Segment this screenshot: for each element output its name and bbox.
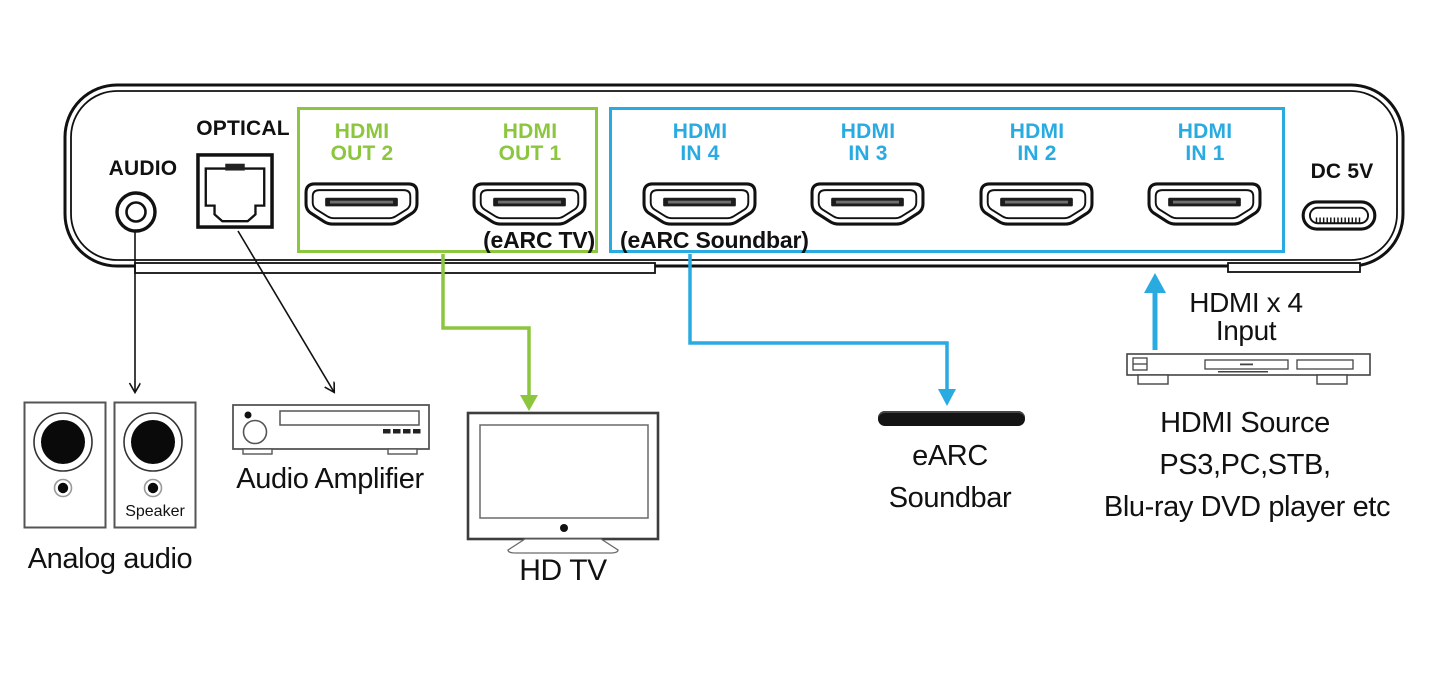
port-label-line: IN 3	[848, 142, 888, 165]
hd-tv-icon	[466, 411, 660, 554]
audio-amplifier-icon	[232, 404, 430, 455]
hdmi-out-group-box	[297, 107, 598, 253]
port-label-hdmi-out-1: HDMI OUT 1	[470, 121, 590, 165]
port-label-line: HDMI	[672, 120, 728, 143]
port-label-line: IN 1	[1185, 142, 1225, 165]
dvd-player-icon	[1126, 353, 1371, 385]
port-label-hdmi-in-3: HDMI IN 3	[808, 121, 928, 165]
port-label-hdmi-in-1: HDMI IN 1	[1145, 121, 1265, 165]
port-label-line: IN 2	[1017, 142, 1057, 165]
port-label-hdmi-in-4: HDMI IN 4	[640, 121, 760, 165]
dc-power-port-icon	[1301, 200, 1377, 231]
audio-amplifier-label: Audio Amplifier	[236, 463, 424, 495]
speaker-label: Speaker	[125, 503, 185, 520]
port-label-hdmi-in-2: HDMI IN 2	[977, 121, 1097, 165]
hdmi-in-1-port-icon	[1147, 182, 1262, 226]
hdmi-in-3-port-icon	[810, 182, 925, 226]
hdmi-in-group-box	[609, 107, 1285, 253]
audio-jack-icon	[114, 190, 158, 234]
soundbar-icon	[878, 411, 1025, 426]
speaker-left-icon	[23, 401, 107, 529]
soundbar-label-line2: Soundbar	[888, 482, 1012, 514]
port-label-line: OUT 2	[330, 142, 394, 165]
optical-label: OPTICAL	[196, 117, 290, 140]
port-label-line: HDMI	[1009, 120, 1065, 143]
hdmi-out-2-port-icon	[304, 182, 419, 226]
port-label-line: HDMI	[334, 120, 390, 143]
hdmi-out-1-port-icon	[472, 182, 587, 226]
port-label-line: HDMI	[502, 120, 558, 143]
optical-port-icon	[196, 153, 274, 229]
hdmi-in-2-port-icon	[979, 182, 1094, 226]
port-label-line: HDMI	[840, 120, 896, 143]
hd-tv-label: HD TV	[519, 554, 607, 587]
earc-soundbar-caption: (eARC Soundbar)	[620, 227, 809, 253]
audio-label: AUDIO	[108, 157, 178, 180]
hdmi-source-label-line2: PS3,PC,STB,	[1159, 449, 1331, 481]
hdmi-source-label-line3: Blu-ray DVD player etc	[1103, 491, 1391, 523]
dc-power-label: DC 5V	[1310, 160, 1374, 183]
port-label-line: IN 4	[680, 142, 720, 165]
hdmi-source-label-line1: HDMI Source	[1160, 407, 1330, 439]
earc-tv-caption: (eARC TV)	[483, 227, 595, 253]
port-label-line: OUT 1	[498, 142, 562, 165]
hdmi-in-4-port-icon	[642, 182, 757, 226]
port-label-line: HDMI	[1177, 120, 1233, 143]
soundbar-label-line1: eARC	[912, 440, 988, 472]
hdmi-input-label-line2: Input	[1215, 315, 1277, 346]
hdmi-input-label-line1: HDMI x 4	[1189, 287, 1303, 318]
port-label-hdmi-out-2: HDMI OUT 2	[302, 121, 422, 165]
analog-audio-label: Analog audio	[27, 543, 193, 575]
